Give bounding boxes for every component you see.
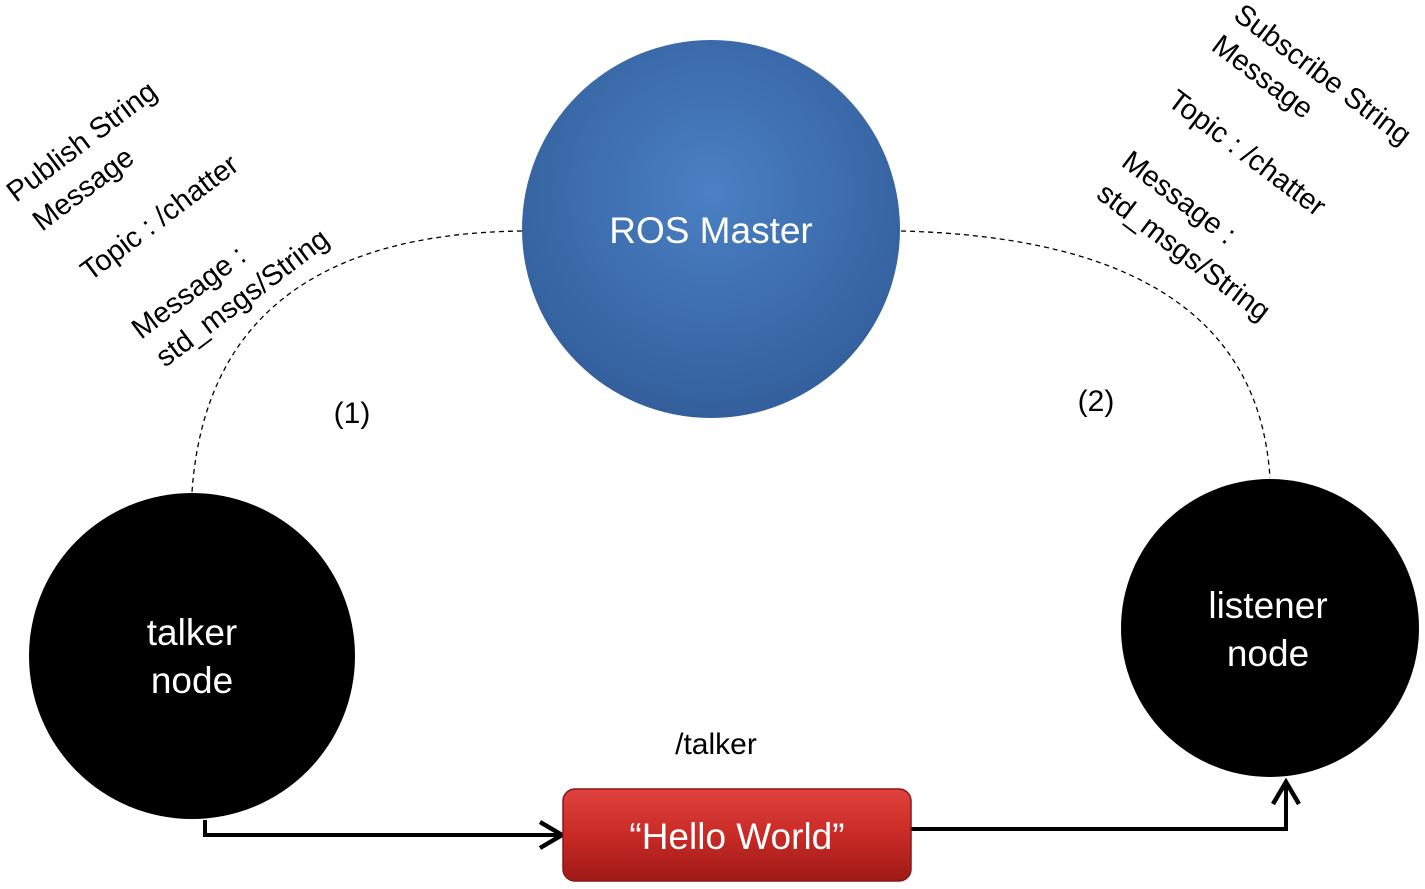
listener-label-line2: node xyxy=(1227,633,1309,674)
master-talker-connection xyxy=(191,230,523,493)
listener-node: listener node xyxy=(1121,479,1419,777)
talker-to-message-arrowhead xyxy=(538,820,567,850)
talker-label-line1: talker xyxy=(147,612,237,653)
talker-to-message-arrow xyxy=(203,820,560,837)
message-to-listener-arrow xyxy=(910,786,1288,831)
ros-master-node: ROS Master xyxy=(522,40,900,418)
message-label: “Hello World” xyxy=(629,816,844,857)
talker-node: talker node xyxy=(29,493,355,819)
step-2-label: (2) xyxy=(1078,385,1115,418)
topic-label: /talker xyxy=(675,728,757,761)
listener-label-line1: listener xyxy=(1208,585,1327,626)
master-listener-connection xyxy=(900,230,1271,479)
ros-master-label: ROS Master xyxy=(609,210,813,251)
hello-world-message: “Hello World” xyxy=(562,788,912,882)
message-to-listener-arrowhead xyxy=(1271,777,1301,806)
step-1-label: (1) xyxy=(334,397,371,430)
publish-annotation: Publish String Message Topic : /chatter … xyxy=(1,75,335,373)
talker-label-line2: node xyxy=(151,660,233,701)
subscribe-annotation: Subscribe String Message Topic : /chatte… xyxy=(1091,0,1417,328)
